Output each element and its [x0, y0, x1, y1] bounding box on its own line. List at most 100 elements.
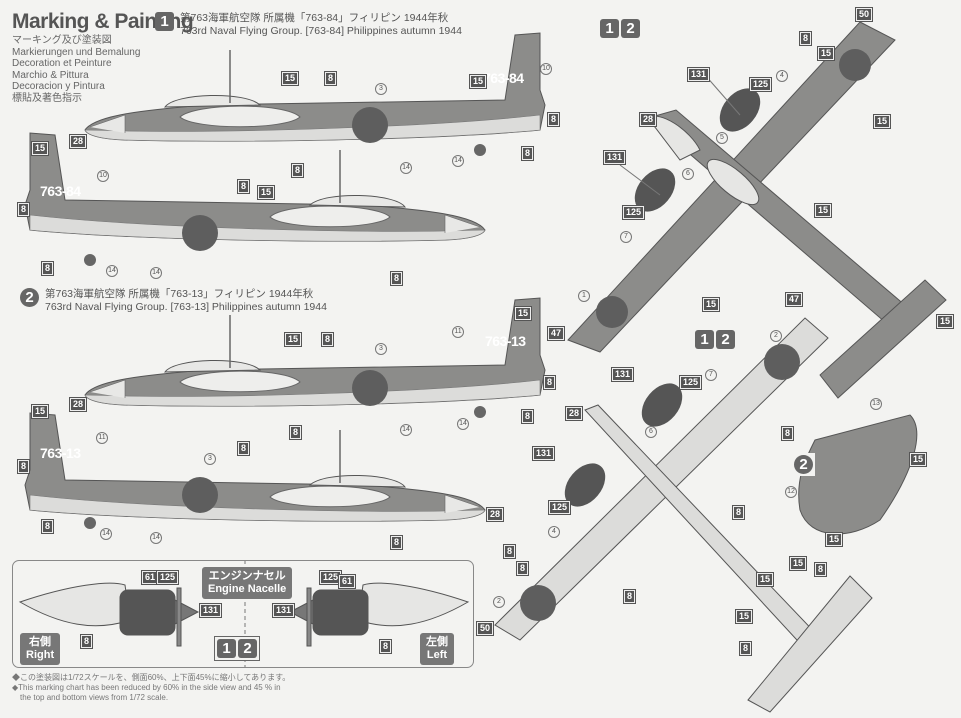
scheme-1-title-en: 763rd Naval Flying Group. [763-84] Phili… [180, 25, 462, 37]
callout: 8 [622, 589, 637, 604]
note-en-1: ◆This marking chart has been reduced by … [12, 683, 281, 692]
callout: 8 [780, 426, 795, 441]
callout: 8 [515, 561, 530, 576]
callout: 47 [784, 292, 804, 307]
callout: 5 [716, 132, 728, 144]
callout: 14 [457, 418, 469, 430]
registration-1b: 763-84 [40, 183, 81, 199]
callout: 8 [40, 261, 55, 276]
nacelle-title-jp: エンジンナセル [208, 570, 286, 582]
callout: 125 [318, 570, 343, 585]
nacelle-title-en: Engine Nacelle [208, 583, 287, 595]
side-view-2-right [24, 412, 486, 529]
right-en: Right [26, 649, 55, 661]
callout: 15 [824, 532, 844, 547]
callout: 8 [290, 163, 305, 178]
callout: 13 [870, 398, 882, 410]
scheme-2-tail-badge: 2 [792, 453, 815, 476]
callout: 131 [198, 603, 223, 618]
callout: 12 [785, 486, 797, 498]
callout: 8 [16, 202, 31, 217]
callout: 8 [389, 535, 404, 550]
callout: 28 [68, 397, 88, 412]
scheme-2-title-jp: 第763海軍航空隊 所属機「763-13」フィリピン 1944年秋 [45, 288, 314, 300]
callout: 4 [548, 526, 560, 538]
top-view [567, 21, 947, 399]
note-en-2: the top and bottom views from 1/72 scale… [20, 693, 169, 702]
callout: 50 [475, 621, 495, 636]
side-view-2-left [84, 297, 546, 418]
callout: 11 [452, 326, 464, 338]
callout: 8 [502, 544, 517, 559]
callout: 8 [40, 519, 55, 534]
callout: 3 [375, 83, 387, 95]
callout: 14 [150, 532, 162, 544]
page-title: Marking & Painting [12, 10, 194, 33]
callout: 50 [854, 7, 874, 22]
callout: 14 [452, 155, 464, 167]
callout: 131 [686, 67, 711, 82]
badge-1: 1 [600, 19, 619, 38]
callout: 2 [770, 330, 782, 342]
callout: 14 [400, 162, 412, 174]
callout: 28 [638, 112, 658, 127]
callout: 8 [520, 146, 535, 161]
callout: 3 [375, 343, 387, 355]
callout: 47 [546, 326, 566, 341]
callout: 8 [79, 634, 94, 649]
callout: 125 [748, 77, 773, 92]
callout: 10 [540, 63, 552, 75]
badge-2: 2 [238, 639, 257, 658]
callout: 8 [520, 409, 535, 424]
callout: 8 [236, 441, 251, 456]
callout: 15 [813, 203, 833, 218]
callout: 8 [546, 112, 561, 127]
lang-zh: 標貼及著色指示 [12, 92, 82, 104]
scheme-2-tail-detail [798, 414, 918, 535]
callout: 15 [872, 114, 892, 129]
lang-it: Marchio & Pittura [12, 69, 89, 81]
language-list: マーキング及び塗装図 Markierungen und Bemalung Dec… [12, 35, 140, 104]
callout: 15 [788, 556, 808, 571]
scheme-2-number: 2 [20, 288, 39, 307]
lang-es: Decoracion y Pintura [12, 81, 105, 92]
callout: 6 [682, 168, 694, 180]
callout: 15 [755, 572, 775, 587]
badge-2: 2 [621, 19, 640, 38]
note-jp: ◆この塗装図は1/72スケールを、側面60%、上下面45%に縮小してあります。 [12, 673, 291, 682]
callout: 8 [288, 425, 303, 440]
callout: 15 [701, 297, 721, 312]
right-jp: 右側 [29, 636, 52, 648]
left-en: Left [426, 649, 448, 661]
callout: 8 [798, 31, 813, 46]
callout: 3 [204, 453, 216, 465]
callout: 15 [935, 314, 955, 329]
callout: 7 [705, 369, 717, 381]
callout: 8 [813, 562, 828, 577]
callout: 8 [323, 71, 338, 86]
callout: 131 [610, 367, 635, 382]
scheme-1-title-jp: 第763海軍航空隊 所属機「763-84」フィリピン 1944年秋 [180, 12, 449, 24]
callout: 125 [547, 500, 572, 515]
callout: 11 [96, 432, 108, 444]
callout: 131 [271, 603, 296, 618]
callout: 8 [378, 639, 393, 654]
nacelle-right [18, 582, 200, 647]
callout: 14 [100, 528, 112, 540]
callout: 15 [513, 306, 533, 321]
callout: 125 [155, 570, 180, 585]
registration-2a: 763-13 [485, 333, 526, 349]
left-jp: 左側 [426, 636, 448, 648]
engine-nacelle-panel [12, 560, 474, 668]
callout: 61 [140, 570, 160, 585]
callout: 4 [776, 70, 788, 82]
callout: 14 [400, 424, 412, 436]
callout: 1 [578, 290, 590, 302]
badge-2: 2 [716, 330, 735, 349]
registration-1a: 763-84 [483, 70, 524, 86]
